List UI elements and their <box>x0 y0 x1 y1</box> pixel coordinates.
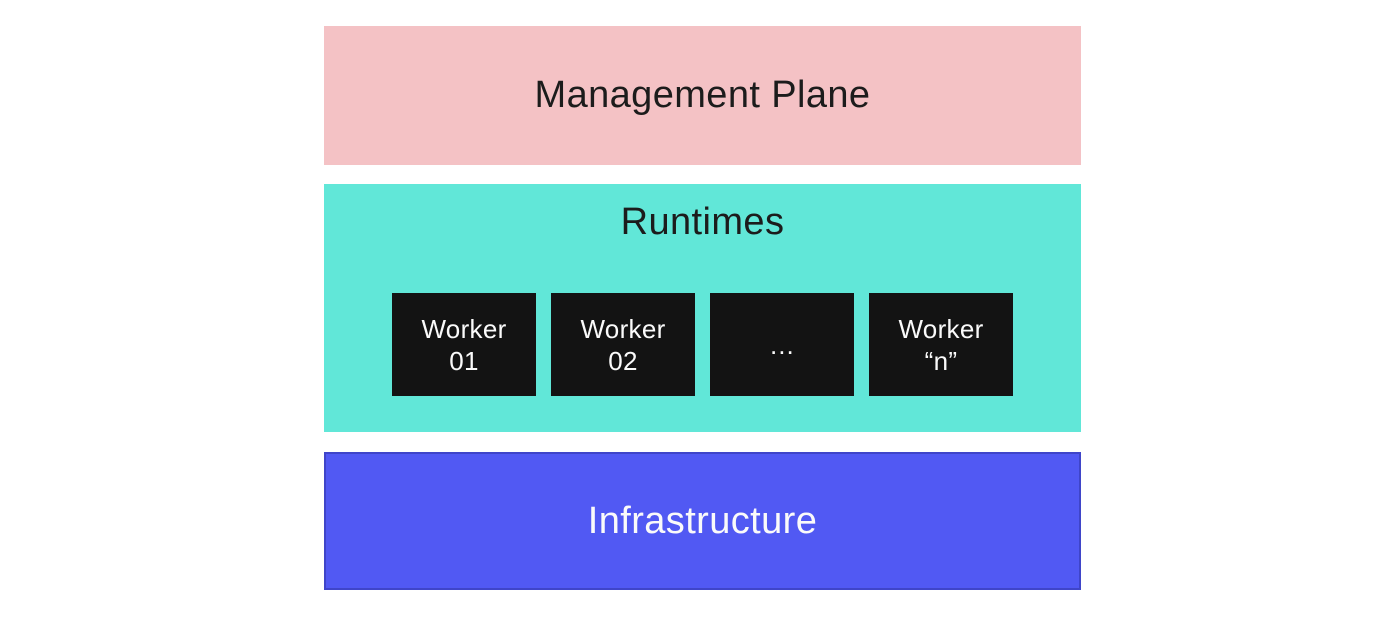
worker-box-01: Worker 01 <box>392 293 536 396</box>
runtimes-layer: Runtimes Worker 01 Worker 02 … Worker “n… <box>324 184 1081 432</box>
worker-n-name: Worker <box>898 313 984 344</box>
management-plane-label: Management Plane <box>534 74 871 116</box>
runtimes-label: Runtimes <box>620 201 785 243</box>
infrastructure-layer: Infrastructure <box>324 452 1081 590</box>
worker-box-02: Worker 02 <box>551 293 695 396</box>
worker-box-n: Worker “n” <box>869 293 1013 396</box>
management-plane-layer: Management Plane <box>324 26 1081 165</box>
worker-box-ellipsis: … <box>710 293 854 396</box>
infrastructure-label: Infrastructure <box>587 499 818 542</box>
worker-row: Worker 01 Worker 02 … Worker “n” <box>392 293 1013 396</box>
worker-n-number: “n” <box>924 345 958 376</box>
worker-01-name: Worker <box>421 313 507 344</box>
worker-02-number: 02 <box>608 345 638 376</box>
worker-01-number: 01 <box>449 345 479 376</box>
worker-02-name: Worker <box>580 313 666 344</box>
worker-ellipsis-label: … <box>768 329 796 360</box>
